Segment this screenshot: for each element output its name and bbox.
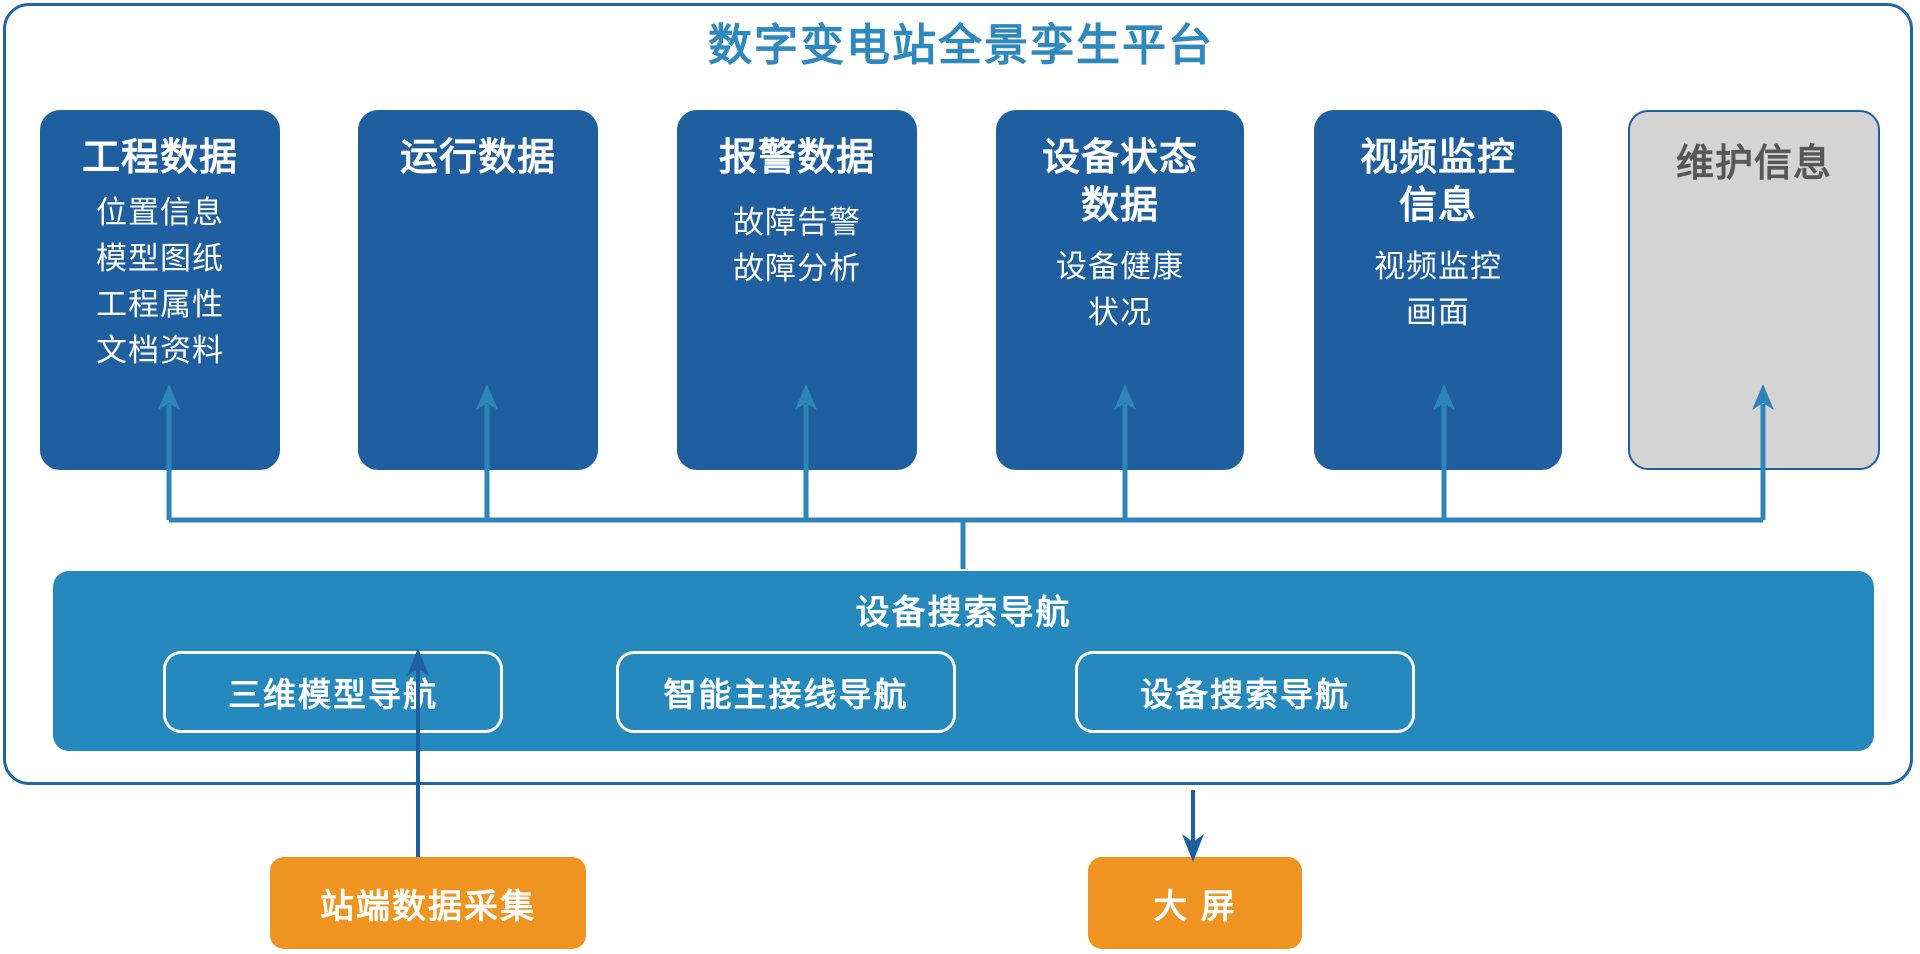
orange-box-station-data-collection[interactable]: 站端数据采集 xyxy=(270,857,586,949)
card-operation-data[interactable]: 运行数据 xyxy=(358,110,598,470)
card-title: 运行数据 xyxy=(399,137,556,179)
card-engineering-data[interactable]: 工程数据 位置信息 模型图纸 工程属性 文档资料 xyxy=(40,110,280,470)
card-subitems: 设备健康 状况 xyxy=(996,244,1244,336)
card-alarm-data[interactable]: 报警数据 故障告警 故障分析 xyxy=(677,110,917,470)
nav-button-smart-main-wiring[interactable]: 智能主接线导航 xyxy=(616,651,956,733)
page-title: 数字变电站全景孪生平台 xyxy=(708,21,1214,70)
card-subitem: 工程属性 xyxy=(96,287,224,322)
card-subitem: 状况 xyxy=(1088,295,1152,330)
platform-panel: 数字变电站全景孪生平台 工程数据 位置信息 模型图纸 工程属性 文档资料 运行数… xyxy=(3,3,1913,785)
nav-button-device-search[interactable]: 设备搜索导航 xyxy=(1075,651,1415,733)
card-subitem: 位置信息 xyxy=(96,195,224,230)
card-video-surveillance-info[interactable]: 视频监控 信息 视频监控 画面 xyxy=(1314,110,1562,470)
card-subitems: 位置信息 模型图纸 工程属性 文档资料 xyxy=(40,190,280,374)
device-search-navigation-band: 设备搜索导航 三维模型导航 智能主接线导航 设备搜索导航 xyxy=(53,571,1874,751)
card-subitem: 设备健康 xyxy=(1056,249,1184,284)
card-title: 维护信息 xyxy=(1675,143,1832,185)
card-title-line: 设备状态 xyxy=(1041,137,1198,179)
card-title-line: 视频监控 xyxy=(1359,137,1516,179)
card-maintenance-info[interactable]: 维护信息 xyxy=(1628,110,1880,470)
card-subitems: 视频监控 画面 xyxy=(1314,244,1562,336)
nav-band-title: 设备搜索导航 xyxy=(855,594,1072,632)
card-subitem: 画面 xyxy=(1406,295,1470,330)
card-subitem: 视频监控 xyxy=(1374,249,1502,284)
card-title: 报警数据 xyxy=(718,137,875,179)
card-subitem: 文档资料 xyxy=(96,333,224,368)
card-device-status-data[interactable]: 设备状态 数据 设备健康 状况 xyxy=(996,110,1244,470)
card-title-line: 信息 xyxy=(1398,185,1477,227)
card-title-line: 数据 xyxy=(1080,185,1159,227)
card-subitem: 故障告警 xyxy=(733,205,861,240)
card-title: 视频监控 信息 xyxy=(1314,134,1562,230)
nav-button-3d-model[interactable]: 三维模型导航 xyxy=(163,651,503,733)
orange-box-large-screen[interactable]: 大 屏 xyxy=(1088,857,1302,949)
card-subitems: 故障告警 故障分析 xyxy=(677,200,917,292)
card-subitem: 模型图纸 xyxy=(96,241,224,276)
card-title: 工程数据 xyxy=(81,137,238,179)
card-subitem: 故障分析 xyxy=(733,251,861,286)
card-title: 设备状态 数据 xyxy=(996,134,1244,230)
